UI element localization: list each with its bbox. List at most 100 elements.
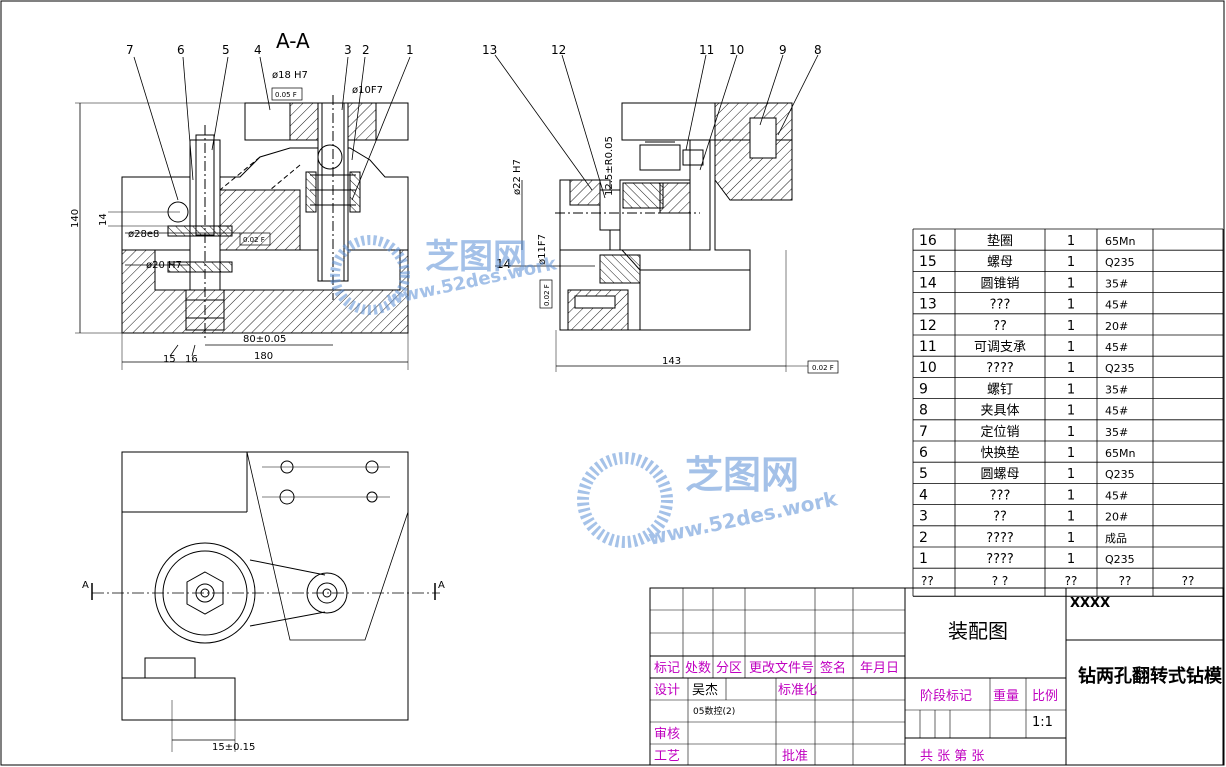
balloon-10: 10 [729, 43, 744, 57]
parts-row-no: 16 [919, 233, 937, 249]
parts-row-name: ??? [990, 298, 1011, 313]
parts-row-name: ???? [986, 531, 1014, 546]
parts-row-name: 垫圈 [987, 233, 1013, 249]
parts-row-qty: 1 [1067, 298, 1075, 313]
tb-process: 工艺 [654, 749, 680, 764]
parts-row-qty: 1 [1067, 425, 1075, 440]
parts-row-name: 圆锥销 [980, 276, 1019, 291]
watermark-brand-top: 芝图网 [425, 237, 527, 277]
dim-14: 14 [98, 213, 109, 226]
parts-row-qty: 1 [1067, 340, 1075, 355]
parts-row-qty: 1 [1067, 361, 1075, 376]
side-view [494, 54, 839, 374]
parts-row-name: 螺母 [987, 255, 1013, 270]
parts-row-material: 20# [1105, 511, 1128, 524]
parts-row-name: 可调支承 [974, 340, 1026, 355]
parts-row-name: ???? [986, 361, 1014, 376]
tb-scale-value: 1:1 [1032, 715, 1053, 730]
dim-overall-height: 140 [70, 209, 81, 228]
parts-row-material: 20# [1105, 320, 1128, 333]
parts-row-material: Q235 [1105, 468, 1135, 481]
tol-frame-b: 0.02 F [243, 236, 265, 244]
dim-d22: ø22 H7 [512, 159, 523, 195]
parts-row-material: 35# [1105, 426, 1128, 439]
parts-header-qty: ?? [1065, 574, 1078, 588]
dim-d11: ø11F7 [537, 234, 548, 265]
dim-plan-offset: 15±0.15 [212, 742, 255, 753]
dim-center-distance: 80±0.05 [243, 334, 286, 345]
parts-row-material: 65Mn [1105, 447, 1135, 460]
balloon-8: 8 [814, 43, 822, 57]
dim-d20: ø20 H7 [146, 260, 182, 271]
parts-header-no: ?? [921, 574, 934, 588]
parts-header-note: ?? [1182, 574, 1195, 588]
parts-row-no: 7 [919, 424, 928, 440]
parts-row-name: 定位销 [980, 425, 1019, 440]
dim-overall-width-left: 180 [254, 351, 273, 362]
parts-row-no: 14 [919, 275, 937, 291]
balloon-16: 16 [185, 354, 198, 365]
parts-row-qty: 1 [1067, 510, 1075, 525]
parts-row-qty: 1 [1067, 276, 1075, 291]
tb-header-date: 年月日 [860, 661, 899, 676]
balloon-2: 2 [362, 43, 370, 57]
title-block [649, 587, 1224, 766]
tb-weight: 重量 [993, 688, 1019, 704]
tb-standardize: 标准化 [778, 683, 817, 698]
balloon-3: 3 [344, 43, 352, 57]
tb-header-mark: 标记 [654, 661, 680, 676]
parts-row-no: 6 [919, 445, 928, 461]
tb-approve: 批准 [782, 749, 808, 764]
tb-scale-label: 比例 [1032, 689, 1058, 704]
parts-row-material: 45# [1105, 299, 1128, 312]
tb-code: XXXX [1070, 596, 1110, 611]
section-mark-left: A [82, 580, 89, 591]
parts-row-qty: 1 [1067, 319, 1075, 334]
tb-stage-mark: 阶段标记 [920, 689, 972, 704]
balloon-15: 15 [163, 354, 176, 365]
tb-header-change: 更改文件号 [749, 661, 814, 676]
parts-row-qty: 1 [1067, 404, 1075, 419]
parts-row-name: ??? [990, 488, 1011, 503]
parts-row-qty: 1 [1067, 488, 1075, 503]
parts-row-no: 1 [919, 551, 928, 567]
parts-row-name: 快换垫 [980, 445, 1019, 461]
parts-row-no: 10 [919, 360, 937, 376]
tb-header-sign: 签名 [820, 660, 846, 676]
parts-row-material: Q235 [1105, 362, 1135, 375]
dim-r005: 12.5±R0.05 [604, 136, 615, 196]
balloon-5: 5 [222, 43, 230, 57]
parts-row-material: 45# [1105, 405, 1128, 418]
parts-row-no: 13 [919, 297, 937, 313]
parts-row-material: 35# [1105, 383, 1128, 396]
tb-sheets: 共 张 第 张 [920, 749, 984, 764]
parts-row-no: 8 [919, 403, 928, 419]
parts-row-no: 2 [919, 530, 928, 546]
balloon-14: 14 [496, 257, 511, 271]
tb-drawing-type: 装配图 [948, 619, 1008, 643]
tb-review: 审核 [654, 727, 680, 742]
dim-d10: ø10F7 [352, 85, 383, 96]
parts-row-no: 9 [919, 381, 928, 397]
tb-header-count: 处数 [685, 661, 711, 676]
balloon-1: 1 [406, 43, 414, 57]
parts-row-qty: 1 [1067, 467, 1075, 482]
parts-row-no: 11 [919, 339, 937, 355]
tol-frame-c: 0.02 F [543, 284, 551, 306]
parts-row-name: ???? [986, 552, 1014, 567]
parts-row-name: 圆螺母 [980, 467, 1019, 482]
parts-row-material: 45# [1105, 489, 1128, 502]
parts-row-material: 35# [1105, 277, 1128, 290]
watermark-center: 芝图网 www.52des.work [577, 452, 840, 550]
parts-header-name: ? ? [992, 574, 1009, 588]
tb-designer: 吴杰 [692, 683, 718, 698]
parts-row-name: 螺钉 [987, 382, 1013, 397]
parts-row-no: 4 [919, 487, 928, 503]
parts-row-qty: 1 [1067, 446, 1075, 461]
parts-row-material: Q235 [1105, 256, 1135, 269]
tb-design-label: 设计 [654, 683, 680, 698]
tol-frame-a: 0.05 F [275, 91, 297, 99]
watermark-brand-center: 芝图网 [685, 453, 799, 497]
